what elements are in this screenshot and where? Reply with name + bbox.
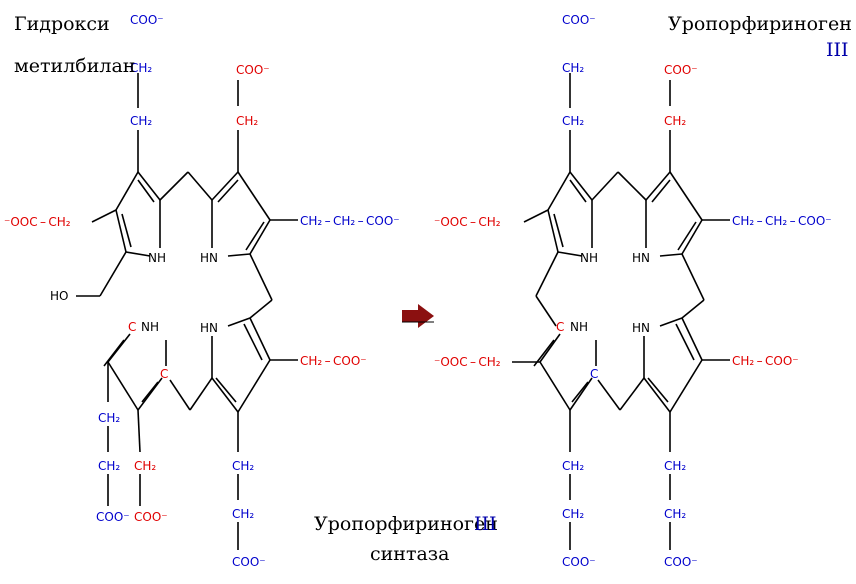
c-atom-label: C [556, 320, 564, 334]
coo-label: COO⁻ [236, 63, 270, 77]
ch2-label: CH₂ [130, 114, 152, 128]
enzyme-name: Уропорфириноген [314, 513, 498, 535]
coo-label: COO⁻ [562, 555, 596, 569]
propionate-label: CH₂ – CH₂ – COO⁻ [732, 214, 832, 228]
coo-label: COO⁻ [232, 555, 266, 569]
hydroxymethylbilane-structure: COO⁻ CH₂ CH₂ COO⁻ CH₂ ⁻OOC – CH₂ CH₂ – C… [4, 13, 400, 569]
acetate-label: ⁻OOC – CH₂ [434, 355, 501, 369]
title-uroporphyrinogen: Уропорфириноген [668, 13, 852, 35]
ho-label: HO [50, 289, 68, 303]
acetate-label: CH₂ – COO⁻ [300, 354, 367, 368]
hn-label: HN [632, 321, 650, 335]
ch2-label: CH₂ [232, 507, 254, 521]
coo-label: COO⁻ [562, 13, 596, 27]
enzyme-roman: III [474, 513, 497, 535]
ring-a [115, 171, 161, 257]
nh-label: NH [141, 320, 159, 334]
ring-b [645, 171, 703, 257]
propionate-label: CH₂ – CH₂ – COO⁻ [300, 214, 400, 228]
c-atom-label: C [160, 367, 168, 381]
ch2-label: CH₂ [98, 411, 120, 425]
hn-label: HN [200, 251, 218, 265]
coo-label: COO⁻ [664, 555, 698, 569]
ch2-label: CH₂ [562, 459, 584, 473]
ch2-label: CH₂ [562, 507, 584, 521]
nh-label: NH [580, 251, 598, 265]
ch2-label: CH₂ [98, 459, 120, 473]
acetate-label: CH₂ – COO⁻ [732, 354, 799, 368]
ch2-label: CH₂ [562, 114, 584, 128]
hn-label: HN [632, 251, 650, 265]
ch2-label: CH₂ [664, 114, 686, 128]
c-atom-label: C [128, 320, 136, 334]
ring-d [533, 333, 597, 411]
reaction-arrow [402, 304, 434, 328]
coo-label: COO⁻ [664, 63, 698, 77]
c-atom-label: C [590, 367, 598, 381]
ch2-label: CH₂ [664, 459, 686, 473]
uroporphyrinogen-structure: COO⁻ CH₂ CH₂ COO⁻ CH₂ ⁻OOC – CH₂ CH₂ – C… [434, 13, 832, 569]
ring-b [211, 171, 271, 257]
nh-label: NH [570, 320, 588, 334]
acetate-label: ⁻OOC – CH₂ [434, 215, 501, 229]
ring-d [103, 333, 167, 411]
hn-label: HN [200, 321, 218, 335]
ch2-label: CH₂ [664, 507, 686, 521]
title-methylbilane: метилбилан [14, 55, 135, 77]
ch2-label: CH₂ [232, 459, 254, 473]
ch2-label: CH₂ [236, 114, 258, 128]
nh-label: NH [148, 251, 166, 265]
title-roman-iii: III [826, 39, 849, 61]
coo-label: COO⁻ [130, 13, 164, 27]
ch2-label: CH₂ [562, 61, 584, 75]
ring-a [547, 171, 593, 257]
ring-c [211, 317, 271, 413]
title-hydroxy: Гидрокси [14, 13, 110, 35]
coo-label: COO⁻ [96, 510, 130, 524]
ch2-label: CH₂ [134, 459, 156, 473]
acetate-label: ⁻OOC – CH₂ [4, 215, 71, 229]
ch2-label: CH₂ [130, 61, 152, 75]
ring-c [643, 317, 703, 413]
coo-label: COO⁻ [134, 510, 168, 524]
enzyme-synthase: синтаза [370, 543, 450, 565]
